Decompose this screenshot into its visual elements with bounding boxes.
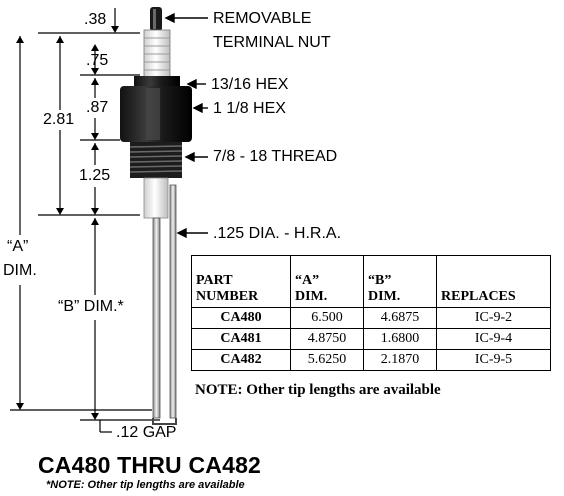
callout-arrows <box>164 12 208 239</box>
table-row: CA480 6.500 4.6875 IC-9-2 <box>191 307 551 329</box>
table-note: NOTE: Other tip lengths are available <box>195 382 441 398</box>
cell-b-dim: 4.6875 <box>363 307 437 329</box>
table-row: CA482 5.6250 2.1870 IC-9-5 <box>191 349 551 371</box>
dimension-lines <box>10 8 160 433</box>
cell-b-dim: 2.1870 <box>363 349 437 371</box>
header-b-dim: “B”DIM. <box>363 255 437 308</box>
dim-075: .75 <box>86 52 109 69</box>
label-removable: REMOVABLE <box>213 10 312 27</box>
table-row: CA481 4.8750 1.6800 IC-9-4 <box>191 328 551 350</box>
header-a-dim: “A”DIM. <box>290 255 364 308</box>
cell-a-dim: 6.500 <box>290 307 364 329</box>
cell-part: CA481 <box>191 328 291 350</box>
label-hra: .125 DIA. - H.R.A. <box>213 225 342 242</box>
dim-038: .38 <box>84 11 107 28</box>
page-title: CA480 THRU CA482 <box>38 452 262 478</box>
label-hex-13-16: 13/16 HEX <box>211 76 289 93</box>
header-line1: “B” <box>368 273 392 288</box>
label-thread: 7/8 - 18 THREAD <box>213 148 338 165</box>
cell-part: CA482 <box>191 349 291 371</box>
cell-replaces: IC-9-5 <box>436 349 551 371</box>
label-hex-1-1-8: 1 1/8 HEX <box>213 100 286 117</box>
cell-a-dim: 4.8750 <box>290 328 364 350</box>
a-dim-label-line1: “A” <box>7 238 29 255</box>
dim-281: 2.81 <box>43 111 75 128</box>
dim-087: .87 <box>86 99 109 116</box>
header-line1: PART <box>196 273 233 288</box>
header-line2: DIM. <box>295 289 328 304</box>
dimension-arrows <box>16 26 119 420</box>
ignitor-body <box>120 7 192 425</box>
label-gap: .12 GAP <box>116 424 177 441</box>
cell-a-dim: 5.6250 <box>290 349 364 371</box>
a-dim-label-line2: DIM. <box>3 262 37 279</box>
cell-replaces: IC-9-4 <box>436 328 551 350</box>
header-line1: “A” <box>295 273 320 288</box>
b-dim-label: “B” DIM.* <box>58 298 124 315</box>
header-replaces: REPLACES <box>436 255 551 308</box>
label-terminal-nut: TERMINAL NUT <box>213 34 331 51</box>
dim-125: 1.25 <box>79 167 111 184</box>
header-line2: REPLACES <box>441 289 516 304</box>
cell-replaces: IC-9-2 <box>436 307 551 329</box>
cell-b-dim: 1.6800 <box>363 328 437 350</box>
cell-part: CA480 <box>191 307 291 329</box>
footnote: *NOTE: Other tip lengths are available <box>46 479 245 491</box>
header-line2: NUMBER <box>196 289 259 304</box>
header-line2: DIM. <box>368 289 401 304</box>
